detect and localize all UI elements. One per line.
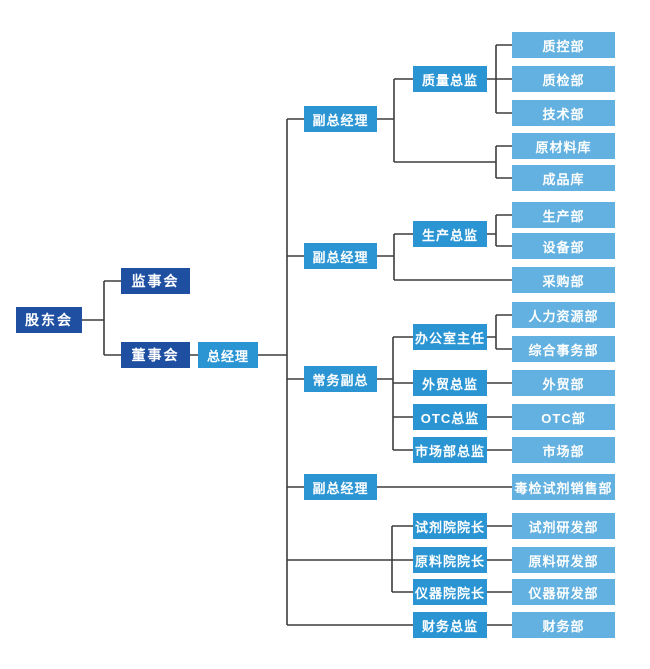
node-quality-director: 质量总监 (413, 66, 487, 92)
connector-institutes-finance-section (391, 525, 512, 626)
node-office-director: 办公室主任 (413, 324, 487, 350)
node-qc-dept: 质控部 (512, 32, 615, 58)
node-hr-dept: 人力资源部 (512, 302, 615, 328)
connector-trunk (286, 118, 413, 626)
node-reagent-institute-dean: 试剂院院长 (413, 513, 487, 539)
node-production-director: 生产总监 (413, 221, 487, 247)
node-instrument-rd-dept: 仪器研发部 (512, 579, 615, 605)
node-general-manager: 总经理 (198, 342, 258, 368)
node-purchasing-dept: 采购部 (512, 267, 615, 293)
node-foreign-trade-director: 外贸总监 (413, 370, 487, 396)
node-marketing-dept: 市场部 (512, 437, 615, 463)
node-raw-material-institute-dean: 原料院院长 (413, 547, 487, 573)
node-finance-dept: 财务部 (512, 612, 615, 638)
node-raw-material-rd-dept: 原料研发部 (512, 547, 615, 573)
node-marketing-director: 市场部总监 (413, 437, 487, 463)
connector-executive-section (377, 314, 512, 451)
node-finished-goods-warehouse: 成品库 (512, 165, 615, 191)
node-finance-director: 财务总监 (413, 612, 487, 638)
connector-production-section (377, 214, 512, 281)
connector-governance (82, 280, 287, 356)
node-production-dept: 生产部 (512, 202, 615, 228)
connector-quality-section (377, 44, 512, 179)
node-equipment-dept: 设备部 (512, 233, 615, 259)
node-deputy-gm-quality: 副总经理 (304, 106, 377, 132)
node-executive-deputy-gm: 常务副总 (304, 366, 377, 392)
node-otc-director: OTC总监 (413, 404, 487, 430)
node-board-of-directors: 董事会 (121, 342, 190, 368)
node-supervisory-board: 监事会 (121, 268, 190, 294)
node-technology-dept: 技术部 (512, 100, 615, 126)
node-quality-inspection-dept: 质检部 (512, 66, 615, 92)
node-instrument-institute-dean: 仪器院院长 (413, 579, 487, 605)
node-reagent-rd-dept: 试剂研发部 (512, 513, 615, 539)
node-drug-test-reagent-sales-dept: 毒检试剂销售部 (512, 474, 615, 500)
node-foreign-trade-dept: 外贸部 (512, 370, 615, 396)
node-general-affairs-dept: 综合事务部 (512, 336, 615, 362)
node-deputy-gm-production: 副总经理 (304, 243, 377, 269)
node-deputy-gm-sales: 副总经理 (304, 474, 377, 500)
node-raw-material-warehouse: 原材料库 (512, 133, 615, 159)
node-otc-dept: OTC部 (512, 404, 615, 430)
node-shareholders: 股东会 (16, 307, 82, 333)
